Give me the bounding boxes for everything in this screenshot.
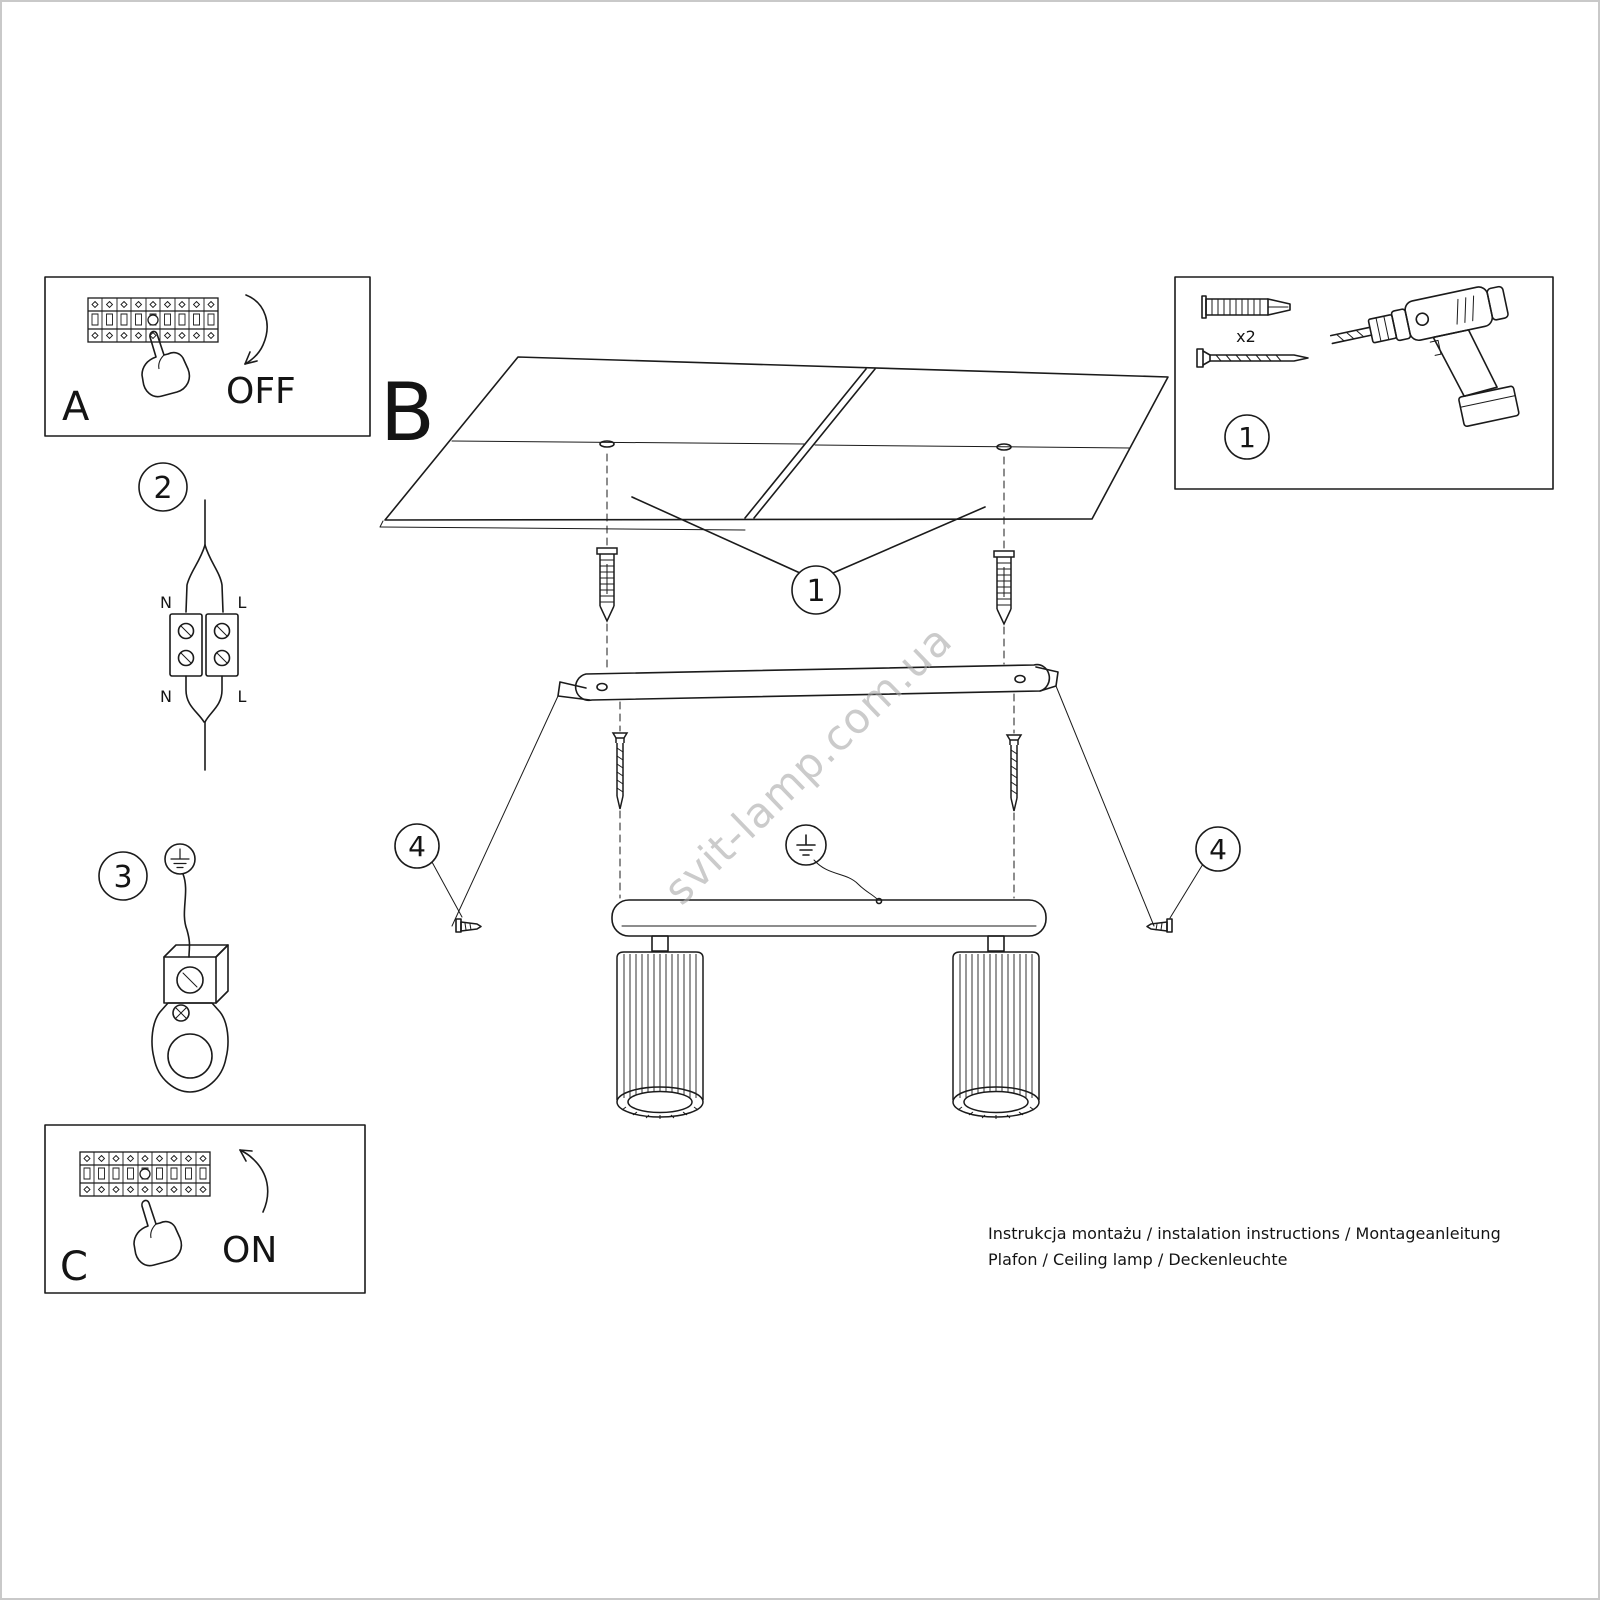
- side-screw-icon-left: [455, 918, 482, 933]
- wire-diagram: [169, 499, 239, 771]
- panel-a-frame: [44, 276, 371, 437]
- drill-hole-right: [996, 443, 1012, 451]
- step1-callout-circle: [791, 565, 841, 615]
- breaker-panel-icon: [87, 297, 219, 343]
- earth-wire-terminal: [875, 897, 883, 905]
- cover-guide-line-right: [1055, 685, 1155, 927]
- callout-1-leaders: [631, 496, 986, 574]
- drill-hole-left: [599, 440, 615, 448]
- panel-c-frame: [44, 1124, 366, 1294]
- panel-c-state: ON: [222, 1230, 277, 1271]
- wire-label-l-top: L: [238, 593, 247, 612]
- earth-bracket: [151, 1002, 229, 1093]
- earth-connection-callout: [785, 824, 883, 905]
- panel-a-state: OFF: [226, 371, 296, 412]
- earth-wire-and-connector: [151, 873, 229, 1093]
- off-arrow-icon: [244, 294, 268, 365]
- step4-callout-number: 4: [408, 830, 426, 863]
- callout-4-left: 4: [394, 823, 482, 933]
- mounting-bracket: [557, 663, 1059, 702]
- lamp-stem-left: [651, 935, 669, 952]
- step4-callout-circle: [1195, 826, 1241, 872]
- mounting-screw-icon-left: [612, 732, 628, 810]
- step2-wiring: 2 N L N L: [138, 462, 247, 771]
- step4-callout-circle: [394, 823, 440, 869]
- earth-symbol-icon: [164, 843, 196, 875]
- watermark-text: svit-lamp.com.ua: [654, 615, 961, 914]
- step1-callout-number: 1: [806, 574, 825, 609]
- mounting-screw-icon-right: [1006, 734, 1022, 812]
- wire-label-n-top: N: [160, 593, 172, 612]
- pointing-hand-icon: [133, 1199, 183, 1267]
- wall-anchor-icon-right: [993, 550, 1015, 625]
- wire-label-l-bottom: L: [238, 687, 247, 706]
- ceiling-panel: [379, 356, 1169, 531]
- panel-a-box: A OFF: [44, 276, 371, 437]
- anchor-kit-icon: [1201, 295, 1291, 319]
- lamp-shade-left: [616, 951, 704, 1120]
- lamp-stem-right: [987, 935, 1005, 952]
- bracket-tab-left: [557, 681, 591, 701]
- cover-guide-line-left: [451, 695, 559, 927]
- footer-line-1: Instrukcja montażu / instalation instruc…: [988, 1224, 1501, 1243]
- toolbox: x2 1: [1174, 276, 1554, 490]
- step4-callout-number: 4: [1209, 833, 1227, 866]
- lamp-base-bar: [611, 899, 1047, 937]
- section-b-label: B: [380, 366, 435, 459]
- drill-icon: [1329, 285, 1520, 428]
- wire-label-n-bottom: N: [160, 687, 172, 706]
- side-screw-icon-right: [1146, 918, 1173, 933]
- step3-earthing: 3: [98, 843, 229, 1093]
- anchor-quantity: x2: [1236, 327, 1256, 346]
- callout-4-right: 4: [1146, 826, 1241, 933]
- connector-side-face: [215, 944, 229, 1004]
- panel-c-box: C ON: [44, 1124, 366, 1294]
- lamp-body: [611, 899, 1047, 1120]
- panel-a-label: A: [62, 384, 90, 430]
- toolbox-frame: [1174, 276, 1554, 490]
- footer-line-2: Plafon / Ceiling lamp / Deckenleuchte: [988, 1250, 1287, 1269]
- lamp-shade-right: [952, 951, 1040, 1120]
- on-arrow-icon: [239, 1149, 269, 1213]
- step2-callout-number: 2: [153, 471, 172, 506]
- bracket-tab-right: [1035, 666, 1059, 692]
- step3-callout-circle: [98, 851, 148, 901]
- pointing-hand-icon: [141, 330, 191, 398]
- screw-kit-icon: [1196, 348, 1309, 368]
- step3-callout-number: 3: [113, 860, 132, 895]
- toolbox-callout-circle: [1224, 414, 1270, 460]
- toolbox-callout-number: 1: [1238, 421, 1256, 454]
- panel-c-label: C: [60, 1244, 88, 1290]
- step2-callout-circle: [138, 462, 188, 512]
- breaker-panel-icon: [79, 1151, 211, 1197]
- wall-anchor-icon-left: [596, 547, 618, 622]
